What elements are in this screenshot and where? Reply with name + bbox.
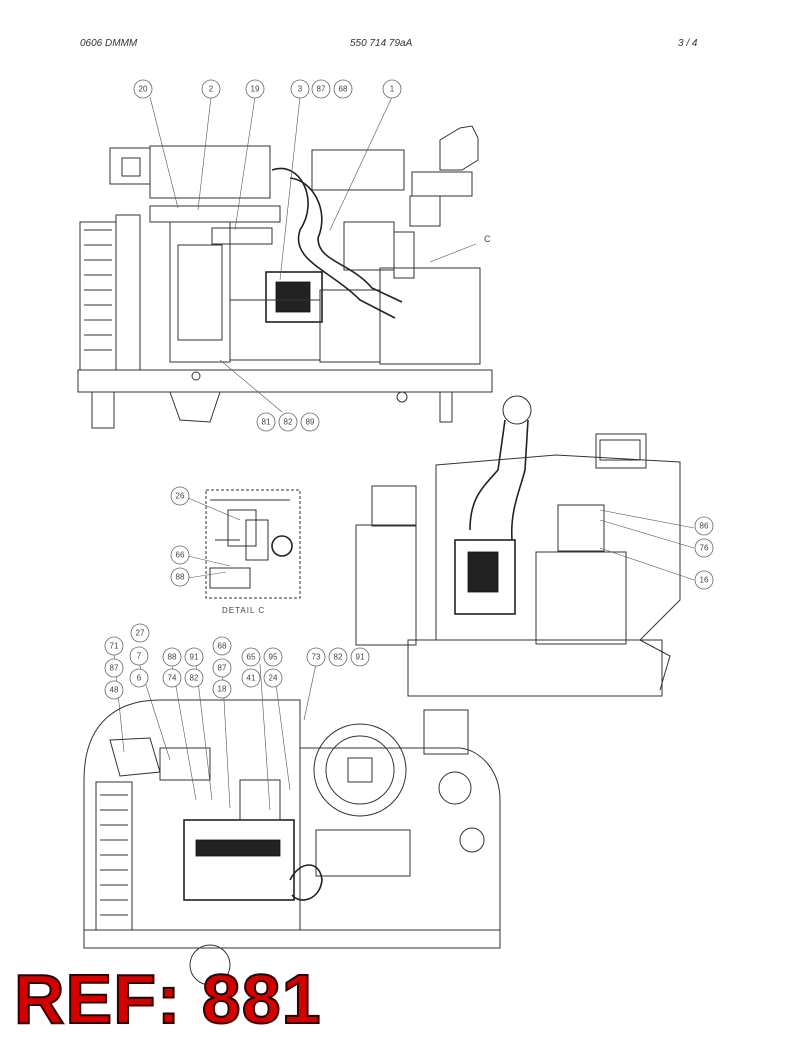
callout-71: 71 [104, 636, 124, 656]
callout-82-c2: 82 [328, 647, 348, 667]
callout-76: 76 [694, 538, 714, 558]
detail-c-marker: C [484, 234, 491, 244]
svg-text:91: 91 [356, 653, 365, 662]
svg-text:66: 66 [176, 551, 185, 560]
svg-text:48: 48 [110, 686, 119, 695]
callout-24: 24 [263, 668, 283, 688]
detail-c-leaders [187, 497, 241, 579]
svg-text:2: 2 [209, 85, 214, 94]
callout-41: 41 [241, 668, 261, 688]
view-a-leaders [149, 96, 477, 413]
callout-73: 73 [306, 647, 326, 667]
part-number: 550 714 79aA [350, 38, 413, 49]
callout-19: 19 [245, 79, 265, 99]
svg-text:73: 73 [312, 653, 321, 662]
callout-91: 91 [184, 647, 204, 667]
view-b-front-elevation [355, 395, 681, 697]
svg-text:71: 71 [110, 642, 119, 651]
svg-text:18: 18 [218, 685, 227, 694]
callout-88: 88 [170, 567, 190, 587]
svg-text:24: 24 [269, 674, 278, 683]
svg-text:95: 95 [269, 653, 278, 662]
svg-text:82: 82 [334, 653, 343, 662]
svg-text:41: 41 [247, 674, 256, 683]
svg-text:1: 1 [390, 85, 395, 94]
svg-text:6: 6 [137, 674, 142, 683]
svg-text:76: 76 [700, 544, 709, 553]
svg-text:68: 68 [218, 642, 227, 651]
svg-text:88: 88 [168, 653, 177, 662]
callout-88-c: 88 [162, 647, 182, 667]
svg-text:68: 68 [339, 85, 348, 94]
callout-89: 89 [300, 412, 320, 432]
svg-text:87: 87 [218, 664, 227, 673]
callout-87-c2: 87 [212, 658, 232, 678]
detail-c-view [205, 489, 301, 599]
svg-text:87: 87 [317, 85, 326, 94]
callout-3: 3 [290, 79, 310, 99]
callout-66: 66 [170, 545, 190, 565]
svg-text:82: 82 [284, 418, 293, 427]
callout-18: 18 [212, 679, 232, 699]
callout-68-c: 68 [212, 636, 232, 656]
view-a-side-elevation [77, 125, 493, 429]
callout-82: 82 [278, 412, 298, 432]
drawing-number: 0606 DMMM [80, 38, 138, 49]
svg-text:7: 7 [137, 652, 142, 661]
callout-81: 81 [256, 412, 276, 432]
callout-7: 7 [129, 646, 149, 666]
callout-87: 87 [311, 79, 331, 99]
svg-text:82: 82 [190, 674, 199, 683]
svg-text:91: 91 [190, 653, 199, 662]
svg-text:19: 19 [251, 85, 260, 94]
view-c-plan-view [83, 699, 501, 986]
svg-text:26: 26 [176, 492, 185, 501]
callout-91-c: 91 [350, 647, 370, 667]
callout-48: 48 [104, 680, 124, 700]
svg-text:87: 87 [110, 664, 119, 673]
reference-stamp: REF: 881 [13, 960, 322, 1038]
svg-text:88: 88 [176, 573, 185, 582]
svg-text:74: 74 [168, 674, 177, 683]
callout-65: 65 [241, 647, 261, 667]
callout-16: 16 [694, 570, 714, 590]
svg-text:3: 3 [298, 85, 303, 94]
callout-6: 6 [129, 668, 149, 688]
callout-87-c: 87 [104, 658, 124, 678]
view-b-leaders [599, 509, 695, 581]
svg-text:27: 27 [136, 629, 145, 638]
callout-2: 2 [201, 79, 221, 99]
callout-26: 26 [170, 486, 190, 506]
svg-text:81: 81 [262, 418, 271, 427]
svg-text:16: 16 [700, 576, 709, 585]
callout-82-c: 82 [184, 668, 204, 688]
page-indicator: 3 / 4 [678, 38, 698, 49]
callout-20: 20 [133, 79, 153, 99]
callout-1: 1 [382, 79, 402, 99]
svg-text:20: 20 [139, 85, 148, 94]
callout-74: 74 [162, 668, 182, 688]
svg-text:65: 65 [247, 653, 256, 662]
svg-text:86: 86 [700, 522, 709, 531]
callout-68: 68 [333, 79, 353, 99]
svg-text:89: 89 [306, 418, 315, 427]
callout-95: 95 [263, 647, 283, 667]
callout-27: 27 [130, 623, 150, 643]
detail-c-label: DETAIL C [222, 606, 266, 615]
callout-86: 86 [694, 516, 714, 536]
